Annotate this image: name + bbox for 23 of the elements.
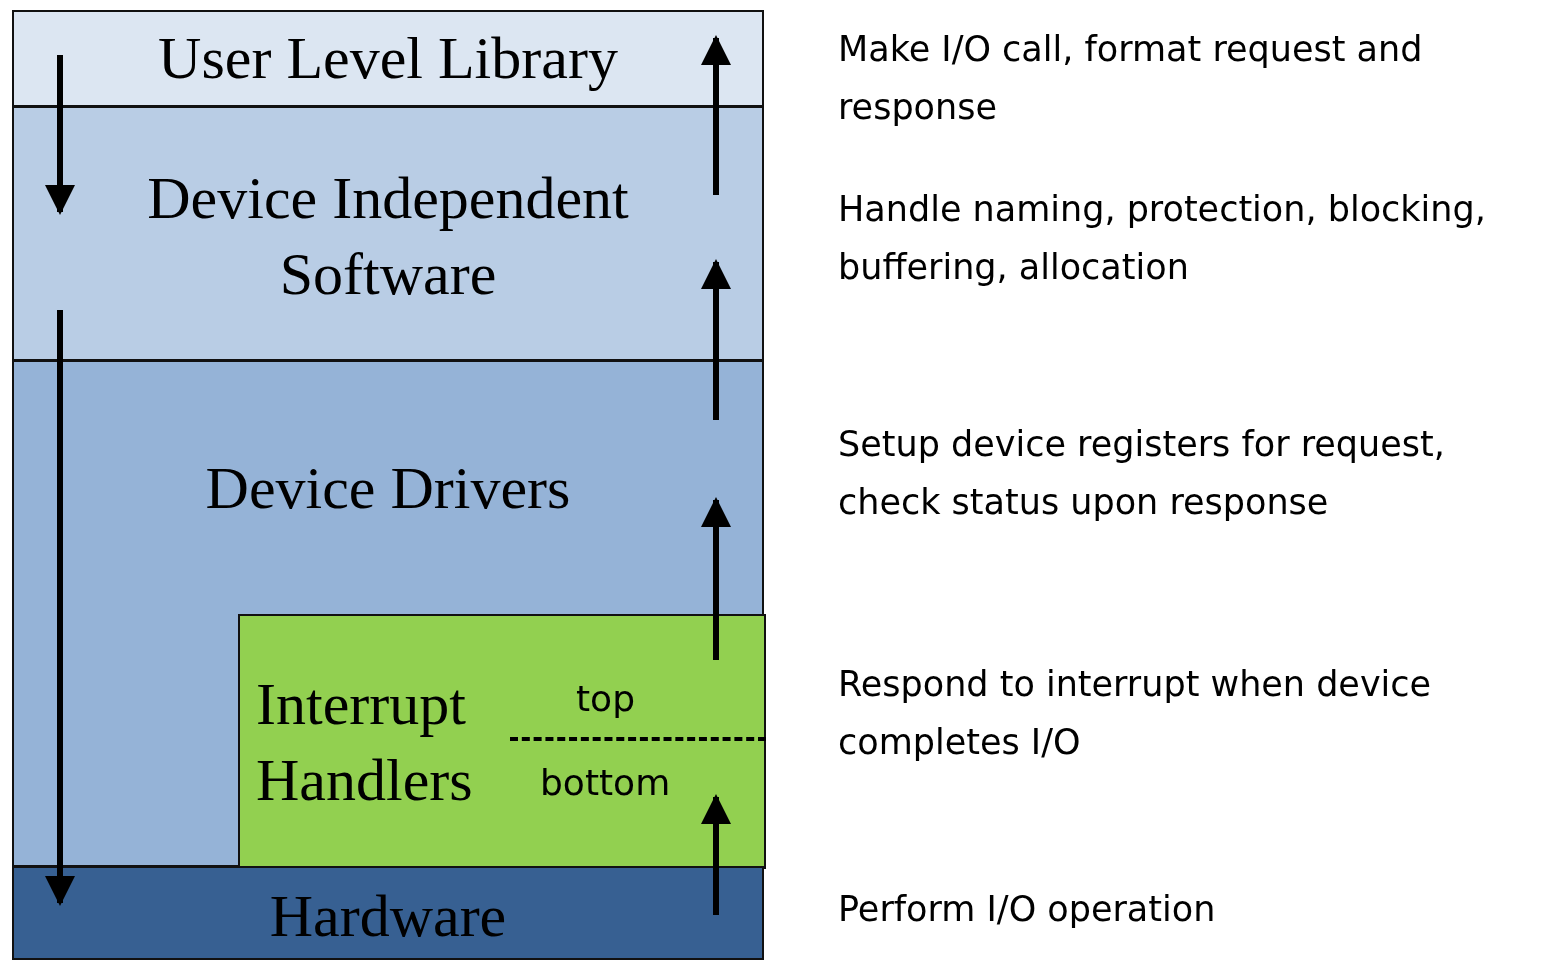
layer-box bbox=[12, 10, 764, 107]
layer-title: Device Drivers bbox=[204, 454, 572, 523]
layer-box bbox=[238, 614, 766, 869]
arrow bbox=[701, 497, 731, 660]
section-label: top bbox=[576, 678, 635, 719]
description-text: Handle naming, protection, blocking, buffering, allocation bbox=[838, 188, 1487, 289]
layer-box bbox=[12, 360, 764, 867]
description-text: Setup device registers for request, check status upon response bbox=[838, 423, 1446, 524]
arrow bbox=[701, 794, 731, 915]
description-text: Make I/O call, format request and response bbox=[838, 28, 1424, 129]
layer-box bbox=[12, 106, 764, 361]
arrow bbox=[701, 259, 731, 420]
description-text: Respond to interrupt when device completes I/O bbox=[838, 663, 1433, 764]
layer-title: Device Independent Software bbox=[146, 164, 630, 309]
arrow bbox=[701, 35, 731, 195]
layer-title: Hardware bbox=[268, 882, 508, 951]
arrow bbox=[45, 55, 75, 215]
arrow bbox=[45, 310, 75, 906]
layer-title: User Level Library bbox=[157, 24, 619, 93]
section-label: bottom bbox=[540, 762, 671, 803]
description-text: Perform I/O operation bbox=[838, 888, 1217, 931]
layer-title: Interrupt Handlers bbox=[256, 670, 474, 815]
layer-box bbox=[12, 866, 764, 960]
